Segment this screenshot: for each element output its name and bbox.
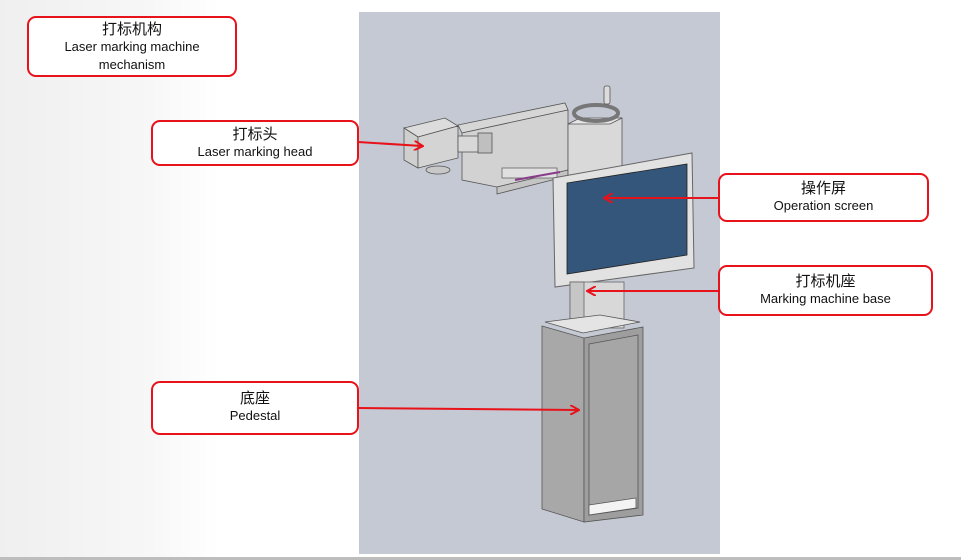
laser-marking-head-part xyxy=(402,85,623,195)
cad-render-canvas xyxy=(359,12,720,554)
callout-pedestal-zh: 底座 xyxy=(239,389,270,407)
callout-laser-head-en: Laser marking head xyxy=(197,144,313,159)
operation-screen-part xyxy=(552,152,695,288)
callout-mechanism-zh: 打标机构 xyxy=(101,20,162,38)
callout-base-zh: 打标机座 xyxy=(795,272,856,290)
callout-mechanism: 打标机构 Laser marking machine mechanism xyxy=(27,16,237,77)
callout-operation-screen-zh: 操作屏 xyxy=(800,179,846,197)
arrow-laser-head xyxy=(357,142,422,146)
callout-laser-marking-head: 打标头 Laser marking head xyxy=(151,120,359,166)
bottom-divider xyxy=(0,557,961,560)
callout-mechanism-en-1: Laser marking machine xyxy=(64,39,200,54)
callout-operation-screen-en: Operation screen xyxy=(773,198,874,213)
callout-marking-machine-base: 打标机座 Marking machine base xyxy=(718,265,933,316)
callout-pedestal: 底座 Pedestal xyxy=(151,381,359,435)
arrow-pedestal xyxy=(357,408,578,410)
callout-mechanism-en-2: mechanism xyxy=(98,57,166,72)
pedestal-part xyxy=(541,314,644,523)
callout-base-en: Marking machine base xyxy=(760,291,891,306)
callout-pedestal-en: Pedestal xyxy=(229,408,281,423)
callout-operation-screen: 操作屏 Operation screen xyxy=(718,173,929,222)
callout-laser-head-zh: 打标头 xyxy=(232,125,278,143)
